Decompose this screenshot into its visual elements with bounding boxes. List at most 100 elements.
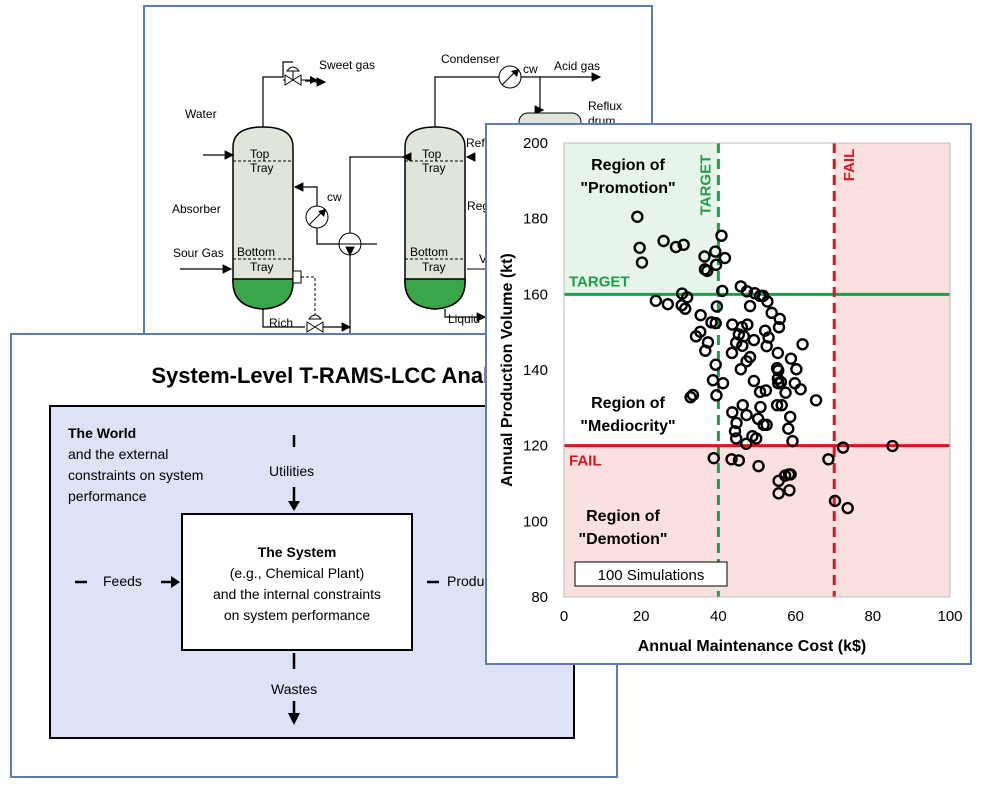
svg-text:Tray: Tray: [250, 260, 274, 274]
promotion-region-label: Region of: [591, 157, 665, 174]
data-point: [709, 245, 722, 258]
utilities-label: Utilities: [269, 463, 315, 479]
plot-frame: [563, 142, 951, 598]
data-point: [694, 308, 707, 322]
x-tick-label: 40: [710, 608, 727, 625]
regenerator-liquid: [404, 278, 466, 310]
data-point: [716, 377, 730, 390]
data-point: [689, 330, 703, 343]
data-point: [709, 358, 722, 371]
data-point: [739, 437, 753, 450]
rich-valve: [306, 314, 324, 333]
promotion-region-label: "Promotion": [580, 180, 675, 197]
data-point: [753, 385, 767, 399]
world-desc: and the external constraints on system p…: [68, 446, 204, 504]
data-point: [657, 234, 670, 248]
x-tick-label: 60: [787, 608, 804, 625]
data-point: [772, 364, 785, 377]
utilities-arrow-icon: [288, 435, 300, 511]
data-point: [772, 474, 785, 488]
data-point: [794, 383, 807, 396]
data-point: [740, 355, 753, 368]
regenerator-top-tray-label: Top: [422, 147, 442, 161]
data-point: [726, 406, 739, 419]
data-point: [686, 388, 700, 402]
data-point: [635, 256, 649, 269]
sour-gas-label: Sour Gas: [173, 246, 224, 260]
x-tick-label: 20: [633, 608, 650, 625]
data-point: [736, 339, 749, 352]
data-point: [765, 306, 778, 320]
svg-text:Tray: Tray: [422, 161, 446, 175]
cooler-icon: [305, 205, 329, 229]
y-tick-label: 120: [523, 438, 548, 455]
data-point: [649, 294, 663, 307]
absorber-liquid: [232, 278, 294, 310]
data-point: [725, 346, 739, 360]
regenerator-label: Reg: [467, 199, 489, 213]
y-tick-label: 80: [531, 589, 548, 606]
data-point: [774, 375, 788, 389]
condenser-label: Condenser: [441, 52, 500, 66]
data-point: [732, 454, 746, 467]
data-point: [677, 238, 690, 251]
data-point: [679, 302, 692, 315]
data-points: [631, 210, 899, 515]
data-point: [761, 295, 774, 308]
data-point: [633, 241, 646, 254]
heat-exchanger-icon: [338, 232, 362, 256]
data-point: [736, 398, 749, 412]
mediocrity-region-label: "Mediocrity": [580, 418, 675, 435]
cw-label-cooler: cw: [327, 190, 342, 204]
data-point: [741, 318, 754, 331]
data-point: [779, 386, 792, 399]
target-horizontal-label: TARGET: [569, 273, 630, 290]
data-point: [822, 453, 835, 466]
data-point: [747, 374, 761, 388]
data-point: [740, 408, 753, 422]
data-point: [841, 501, 854, 515]
data-point: [715, 229, 728, 242]
data-point: [726, 318, 739, 331]
system-heading: The System: [257, 544, 337, 560]
data-point: [747, 333, 761, 347]
simulations-annotation-text: 100 Simulations: [598, 567, 705, 584]
absorber-column: [232, 126, 294, 310]
fail-horizontal-label: FAIL: [569, 453, 602, 470]
simulations-annotation-box: [574, 561, 728, 587]
y-tick-label: 140: [523, 362, 548, 379]
data-point: [631, 210, 644, 223]
data-point: [772, 321, 786, 334]
data-point: [669, 240, 683, 254]
data-point: [718, 251, 732, 265]
demotion-region-label: "Demotion": [579, 531, 668, 548]
data-point: [790, 363, 803, 376]
data-point: [750, 432, 763, 445]
data-point: [760, 339, 773, 353]
data-point: [771, 372, 785, 385]
data-point: [783, 484, 796, 497]
data-point: [684, 391, 697, 404]
data-point: [796, 338, 809, 351]
y-tick-label: 160: [523, 286, 548, 303]
regenerator-bottom-tray-label: Bottom: [410, 245, 448, 259]
data-point: [786, 434, 799, 448]
data-point: [699, 344, 712, 357]
y-axis-label: Annual Production Volume (kt): [499, 253, 516, 486]
data-point: [729, 432, 743, 445]
x-tick-label: 0: [560, 608, 568, 625]
data-point: [698, 250, 711, 263]
data-point: [709, 316, 722, 330]
data-point: [771, 346, 785, 360]
fail-cost-region: [834, 143, 950, 597]
data-point: [709, 258, 723, 272]
data-point: [784, 352, 798, 365]
data-point: [740, 285, 754, 298]
data-point: [773, 312, 786, 326]
demotion-region-label: Region of: [586, 508, 660, 525]
x-axis-label: Annual Maintenance Cost (k$): [638, 638, 866, 655]
y-tick-label: 200: [523, 135, 548, 152]
data-point: [725, 453, 738, 466]
